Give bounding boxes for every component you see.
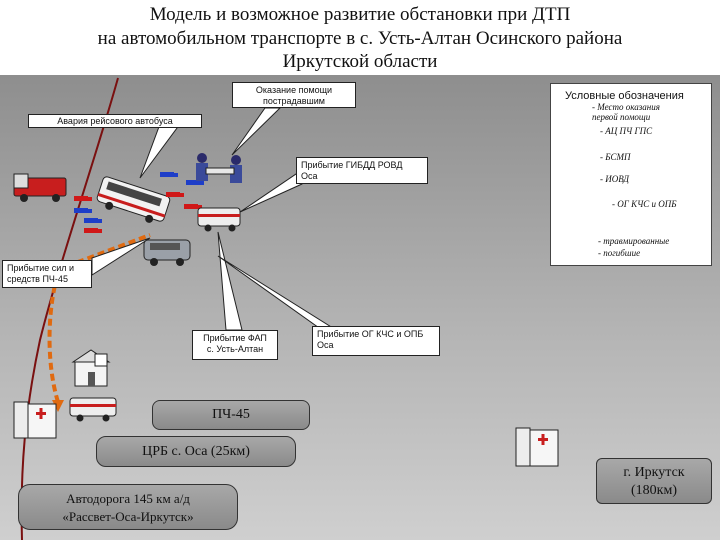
rescuers-stretcher-icon <box>196 153 242 183</box>
callout-bus-accident-text: Авария рейсового автобуса <box>57 116 173 126</box>
route-arrow-head <box>52 400 64 412</box>
legend-item-first-aid-line1: - Место оказания <box>592 102 660 112</box>
ambulance-road-icon <box>69 397 117 422</box>
bus-icon <box>96 176 171 223</box>
callout-pch45-line2: средств ПЧ-45 <box>7 274 68 284</box>
callout-assistance: Оказание помощи пострадавшим <box>232 82 356 108</box>
box-crb: ЦРБ с. Оса (25км) <box>96 436 296 467</box>
legend-item-police: - ИОВД <box>600 174 629 184</box>
legend-item-first-aid: - Место оказания первой помощи <box>592 102 660 122</box>
header: Модель и возможное развитие обстановки п… <box>0 0 720 75</box>
legend-item-injured: - травмированные <box>598 236 669 246</box>
hospital-building-right-icon <box>515 427 559 467</box>
legend-item-fire-truck-label: - АЦ ПЧ ГПС <box>600 126 653 136</box>
callout-bus-accident: Авария рейсового автобуса <box>28 114 202 128</box>
box-irkutsk: г. Иркутск (180км) <box>596 458 712 504</box>
callout-pch45-line1: Прибытие сил и <box>7 263 75 273</box>
callout-pch45: Прибытие сил и средств ПЧ-45 <box>2 260 92 288</box>
box-irkutsk-line2: (180км) <box>631 483 677 498</box>
fire-truck-accident-icon <box>13 173 67 202</box>
hospital-building-left-icon <box>13 401 57 439</box>
callout-og-kchs-line1: Прибытие ОГ КЧС и ОПБ <box>317 329 424 339</box>
legend-item-dead: - погибшие <box>598 248 640 258</box>
box-irkutsk-line1: г. Иркутск <box>623 465 685 480</box>
box-road-line1: Автодорога 145 км а/д <box>66 491 190 506</box>
callout-assistance-line1: Оказание помощи <box>255 85 333 95</box>
callout-assistance-line2: пострадавшим <box>263 96 325 106</box>
police-car-icon <box>143 239 191 266</box>
legend-panel: Условные обозначения <box>550 83 712 266</box>
callout-tail-pch <box>91 237 151 276</box>
legend-item-ambulance-label: - БСМП <box>600 152 631 162</box>
title-line-2: на автомобильном транспорте в с. Усть-Ал… <box>97 28 623 49</box>
callout-fap-line1: Прибытие ФАП <box>203 333 267 343</box>
callout-fap-line2: с. Усть-Алтан <box>206 344 264 354</box>
road-line <box>20 77 119 540</box>
callout-og-kchs: Прибытие ОГ КЧС и ОПБ Оса <box>312 326 440 356</box>
callout-tail-assistance <box>231 107 282 156</box>
callout-tail-fap <box>217 231 243 331</box>
legend-item-og-kchs: - ОГ КЧС и ОПБ <box>612 199 677 209</box>
box-pch45-label: ПЧ-45 <box>212 407 250 422</box>
legend-title: Условные обозначения <box>565 90 684 102</box>
legend-item-dead-label: - погибшие <box>598 248 641 258</box>
callout-fap: Прибытие ФАП с. Усть-Алтан <box>192 330 278 360</box>
callout-gibdd: Прибытие ГИБДД РОВД Оса <box>296 157 428 184</box>
callout-tail-gibdd <box>239 169 303 213</box>
injured-persons-icon <box>74 172 204 223</box>
title-line-3: Иркутской области <box>282 51 438 72</box>
callout-tail-bus <box>139 123 181 179</box>
legend-item-og-kchs-label: - ОГ КЧС и ОПБ <box>612 199 677 209</box>
fap-building-icon <box>71 349 111 387</box>
box-road-line2: «Рассвет-Оса-Иркутск» <box>62 509 194 524</box>
title-line-1: Модель и возможное развитие обстановки п… <box>149 4 571 25</box>
box-crb-label: ЦРБ с. Оса (25км) <box>142 444 250 459</box>
legend-item-police-label: - ИОВД <box>600 174 629 184</box>
box-road: Автодорога 145 км а/д «Рассвет-Оса-Иркут… <box>18 484 238 530</box>
dead-persons-icon <box>74 192 202 233</box>
legend-item-first-aid-line2: первой помощи <box>592 112 651 122</box>
box-pch45: ПЧ-45 <box>152 400 310 430</box>
legend-item-ambulance: - БСМП <box>600 152 631 162</box>
legend-item-fire-truck: - АЦ ПЧ ГПС <box>600 126 652 136</box>
ambulance-icon <box>197 207 241 232</box>
legend-item-injured-label: - травмированные <box>598 236 670 246</box>
callout-gibdd-line2: Оса <box>301 171 318 181</box>
callout-gibdd-line1: Прибытие ГИБДД РОВД <box>301 160 403 170</box>
callout-og-kchs-line2: Оса <box>317 340 334 350</box>
